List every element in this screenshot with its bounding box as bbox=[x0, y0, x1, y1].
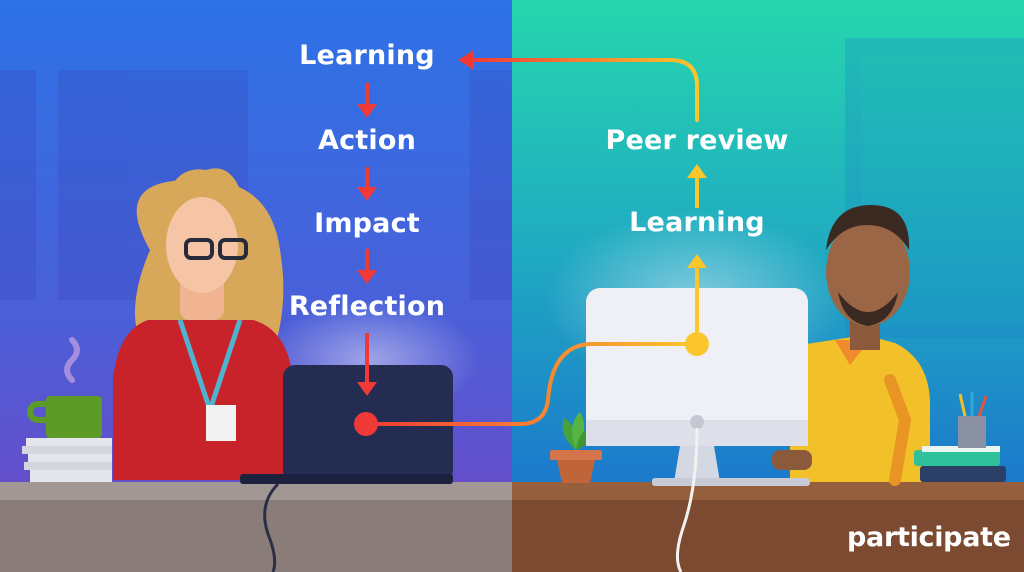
pencil-cup-icon bbox=[958, 392, 988, 448]
right-flow-arrows bbox=[687, 164, 707, 332]
connector-line bbox=[364, 342, 699, 426]
paper-stack-icon bbox=[22, 438, 112, 482]
right-desk-top bbox=[512, 482, 1024, 500]
top-return-arrow bbox=[470, 58, 699, 122]
left-step-learning: Learning bbox=[299, 40, 435, 71]
right-step-learning: Learning bbox=[629, 207, 765, 238]
coffee-mug-icon bbox=[27, 337, 102, 438]
laptop-base bbox=[240, 474, 453, 484]
left-flow-arrows bbox=[357, 83, 377, 396]
right-step-peer-review: Peer review bbox=[605, 125, 789, 156]
monitor-dot bbox=[685, 332, 709, 356]
books-icon bbox=[914, 446, 1006, 482]
participate-logo: participate bbox=[847, 522, 1011, 553]
woman-figure bbox=[113, 168, 293, 480]
left-step-action: Action bbox=[317, 125, 417, 156]
left-step-reflection: Reflection bbox=[288, 291, 446, 322]
top-return-arrowhead bbox=[458, 50, 474, 70]
monitor-cable bbox=[676, 427, 699, 572]
laptop-dot bbox=[354, 412, 378, 436]
left-step-impact: Impact bbox=[314, 208, 420, 239]
left-desk-top bbox=[0, 482, 512, 500]
laptop-cable bbox=[263, 482, 280, 572]
man-figure bbox=[772, 205, 930, 486]
